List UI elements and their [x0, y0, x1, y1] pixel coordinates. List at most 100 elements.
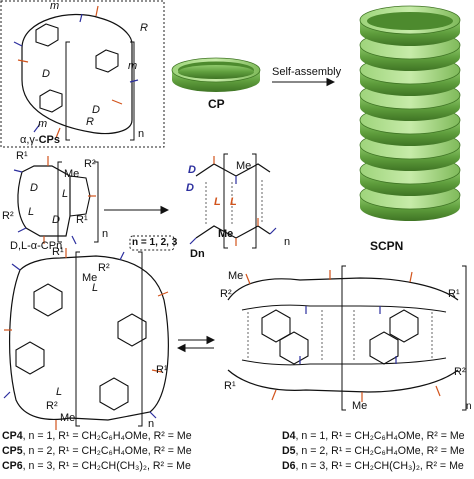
dl-alpha-cpn-structure [13, 156, 99, 245]
d4-cyclohexane-3 [279, 331, 309, 365]
n-values-label: n = 1, 2, 3 [132, 237, 178, 248]
bracket-open [65, 41, 70, 141]
dl-r1-top: R¹ [16, 150, 28, 162]
dl-cpn-bracket-open [57, 161, 62, 243]
dn-bracket-open [223, 153, 228, 249]
d4-top-strand [227, 277, 459, 301]
cp4-r2-top: R² [98, 262, 110, 274]
cp4-me-top: Me [82, 272, 98, 284]
dl-d1: D [30, 182, 38, 194]
dn-l-c2: L [230, 196, 237, 208]
m-label-top: m [50, 0, 60, 12]
dn-me-top: Me [236, 160, 252, 172]
dl-me-label: Me [64, 168, 80, 180]
dn-l-c1: L [214, 196, 221, 208]
legend-compound-spec: , n = 3, R¹ = CH₂CH(CH₃)₂, R² = Me [295, 460, 464, 472]
cp4-r1-right: R¹ [156, 364, 168, 376]
legend-compound-spec: , n = 3, R¹ = CH₂CH(CH₃)₂, R² = Me [22, 460, 191, 472]
bracket-close [130, 41, 135, 141]
legend-compound-id: D5 [282, 445, 296, 457]
m-label-left: m [38, 118, 48, 130]
legend-row: CP5, n = 2, R¹ = CH₂C₆H₄OMe, R² = Me [2, 445, 192, 458]
dl-r2-left: R² [2, 210, 14, 222]
d4-bottom-inner [241, 357, 447, 366]
cp4-bracket-close [138, 251, 143, 427]
dl-cpn-backbone [17, 165, 71, 237]
dn-n-label: n [284, 236, 291, 248]
d4-dimer-structure [227, 265, 467, 411]
scpn-ring-stack [359, 5, 461, 221]
dn-label: Dn [190, 248, 205, 260]
d4-r1-bl: R¹ [224, 380, 236, 392]
cp-label: CP [208, 97, 225, 111]
cp-ring-inner-wall [178, 65, 254, 79]
dl-cpn-inner-chain [69, 175, 91, 217]
d4-cyclohexane-4 [369, 331, 399, 365]
d4-me-bottom: Me [352, 400, 368, 412]
d4-r2-tl: R² [220, 288, 232, 300]
dl-d2: D [52, 214, 60, 226]
alpha-n-label: n [138, 128, 145, 140]
scpn-label: SCPN [370, 239, 404, 253]
d4-bracket-open [341, 265, 346, 411]
dl-n-label: n [102, 228, 109, 240]
dn-top-strand [195, 163, 271, 177]
dn-me-bottom: Me [218, 228, 234, 240]
m-label-right: m [128, 60, 138, 72]
cp4-l-top: L [92, 282, 99, 294]
r-label-right: R [86, 116, 94, 128]
cp4-cyclohexane-2 [117, 313, 147, 347]
cp4-backbone [9, 255, 169, 421]
cp4-bracket-open [75, 251, 80, 427]
self-assembly-label: Self-assembly [272, 66, 342, 78]
cp4-cyclohexane-3 [15, 341, 45, 375]
legend-row: D4, n = 1, R¹ = CH₂C₆H₄OMe, R² = Me [282, 430, 465, 443]
cp4-macrocycle-structure [3, 248, 169, 430]
d4-me-top: Me [228, 270, 244, 282]
dl-r1-bottom: R¹ [76, 214, 88, 226]
legend-compound-spec: , n = 2, R¹ = CH₂C₆H₄OMe, R² = Me [295, 445, 465, 457]
d4-bracket-close [462, 265, 467, 411]
dl-l1: L [62, 188, 69, 200]
legend-compound-id: CP5 [2, 445, 23, 457]
dl-r2-top: R² [84, 158, 96, 170]
cp4-r2-bottom: R² [46, 400, 58, 412]
d4-r2-br: R² [454, 366, 466, 378]
cyclohexane-ring-top [35, 23, 59, 47]
dl-cpn-bracket-close [94, 161, 99, 243]
dn-bracket-close [252, 153, 257, 249]
alpha-gamma-cps-label: α,γ-CPs [20, 134, 60, 147]
alpha-gamma-strong: CPs [38, 134, 60, 146]
d4-cyclohexane-2 [389, 309, 419, 343]
legend-compound-spec: , n = 1, R¹ = CH₂C₆H₄OMe, R² = Me [22, 430, 192, 442]
scpn-ring-hole [367, 12, 453, 30]
cyclohexane-ring-left [39, 89, 63, 113]
legend-row: CP6, n = 3, R¹ = CH₂CH(CH₃)₂, R² = Me [2, 460, 191, 473]
legend-compound-id: CP4 [2, 430, 23, 442]
cp4-n-label: n [148, 418, 155, 430]
d-label-center: D [92, 104, 100, 116]
cp4-l-bottom: L [56, 386, 63, 398]
dn-d-tl: D [188, 164, 196, 176]
alpha-gamma-cp-panel [0, 0, 165, 148]
cp4-r1-top: R¹ [52, 246, 64, 258]
dl-cpn-label: D,L-α-CPn [10, 240, 63, 252]
d-label-left: D [42, 68, 50, 80]
legend-row: D6, n = 3, R¹ = CH₂CH(CH₃)₂, R² = Me [282, 460, 464, 473]
legend-row: CP4, n = 1, R¹ = CH₂C₆H₄OMe, R² = Me [2, 430, 192, 443]
n-values-box [129, 235, 175, 251]
cp4-cyclohexane-4 [99, 377, 129, 411]
d4-r1-tr: R¹ [448, 288, 460, 300]
cyclohexane-ring-right [95, 49, 119, 73]
legend-compound-id: D4 [282, 430, 296, 442]
d4-top-inner [241, 304, 447, 313]
alpha-gamma-prefix: α,γ- [20, 134, 39, 146]
dashed-frame [0, 0, 165, 148]
dn-dimer-structure [189, 153, 277, 249]
d4-n-label: n [466, 401, 472, 412]
legend-compound-spec: , n = 1, R¹ = CH₂C₆H₄OMe, R² = Me [295, 430, 465, 442]
macrocycle-backbone [21, 14, 133, 135]
legend-compound-spec: , n = 2, R¹ = CH₂C₆H₄OMe, R² = Me [22, 445, 192, 457]
